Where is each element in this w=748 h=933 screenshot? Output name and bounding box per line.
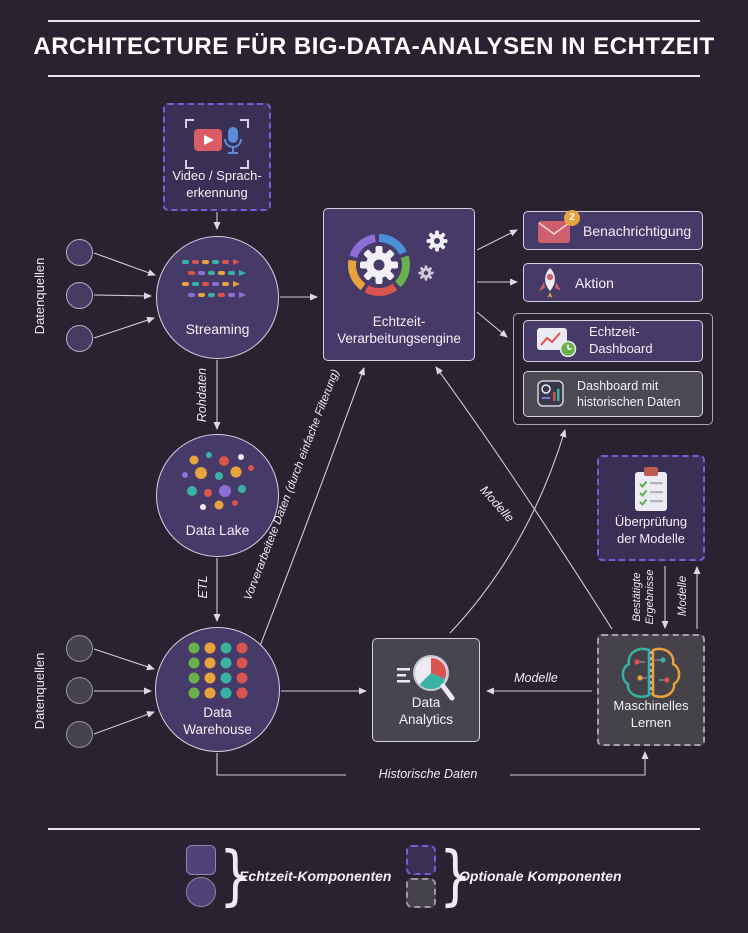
node-notification: 2 Benachrichtigung bbox=[523, 209, 703, 250]
datasource-dot bbox=[66, 635, 93, 662]
legend-label-optional: Optionale Komponenten bbox=[459, 868, 622, 884]
dashboard-group bbox=[513, 313, 713, 425]
node-label: Überprüfung der Modelle bbox=[614, 514, 688, 546]
node-label: Benachrichtigung bbox=[583, 222, 692, 239]
node-label: Maschinelles Lernen bbox=[613, 698, 689, 730]
node-streaming: Streaming bbox=[156, 236, 279, 359]
edge-label-bestaetigte-ergebnisse: Bestätigte Ergebnisse bbox=[631, 569, 656, 625]
node-data-warehouse: Data Warehouse bbox=[155, 627, 280, 752]
datasources-top-label: Datenquellen bbox=[32, 257, 47, 335]
edge-label-rohdaten: Rohdaten bbox=[195, 367, 209, 423]
legend-solid-square bbox=[186, 845, 216, 875]
node-realtime-dashboard: Echtzeit- Dashboard bbox=[523, 320, 703, 362]
node-label: Streaming bbox=[185, 321, 250, 337]
clipboard-check-icon bbox=[630, 467, 672, 518]
datasources-bottom-label: Datenquellen bbox=[32, 652, 47, 730]
edge-label-etl: ETL bbox=[196, 575, 210, 599]
chart-panel-icon bbox=[537, 380, 565, 408]
edge-label-modelle-analytics: Modelle bbox=[514, 671, 558, 685]
datasource-dot bbox=[66, 677, 93, 704]
node-data-lake: Data Lake bbox=[156, 434, 279, 557]
dot-grid-icon bbox=[186, 640, 250, 707]
edge-label-modelle-engine: Modelle bbox=[477, 483, 517, 525]
stream-arrows-icon bbox=[181, 259, 254, 310]
chart-clock-icon bbox=[537, 325, 577, 357]
node-data-analytics: Data Analytics bbox=[372, 638, 480, 742]
datasource-dot bbox=[66, 325, 93, 352]
node-machine-learning: Maschinelles Lernen bbox=[597, 634, 705, 746]
edge-label-modelle-vertikal: Modelle bbox=[677, 575, 689, 617]
node-historical-dashboard: Dashboard mit historischen Daten bbox=[523, 371, 703, 417]
node-action: Aktion bbox=[523, 263, 703, 302]
legend-brace-right: } bbox=[439, 838, 473, 914]
node-video-speech: Video / Sprach- erkennung bbox=[163, 103, 271, 211]
legend-solid-circle bbox=[186, 877, 216, 907]
node-label: Aktion bbox=[575, 274, 614, 291]
datasource-dot bbox=[66, 239, 93, 266]
page-title: ARCHITECTURE FÜR BIG-DATA-ANALYSEN IN EC… bbox=[33, 33, 715, 60]
node-label: Data Lake bbox=[185, 522, 250, 538]
video-speech-icon bbox=[180, 115, 254, 178]
rocket-icon bbox=[537, 267, 563, 299]
node-label: Echtzeit- Verarbeitungsengine bbox=[337, 314, 461, 346]
node-model-review: Überprüfung der Modelle bbox=[597, 455, 705, 561]
scattered-dots-icon bbox=[172, 449, 264, 520]
node-label: Data Warehouse bbox=[183, 705, 252, 737]
node-label: Echtzeit- Dashboard bbox=[589, 324, 653, 356]
gears-ring-icon bbox=[333, 219, 465, 316]
brain-circuit-icon bbox=[615, 644, 687, 711]
node-processing-engine: Echtzeit- Verarbeitungsengine bbox=[323, 208, 475, 361]
magnifier-pie-icon bbox=[395, 649, 457, 710]
node-label: Data Analytics bbox=[398, 695, 454, 727]
legend-divider bbox=[48, 828, 700, 830]
edge-label-historische-daten: Historische Daten bbox=[346, 766, 510, 783]
legend-brace-left: } bbox=[219, 838, 253, 914]
node-label: Video / Sprach- erkennung bbox=[172, 168, 262, 200]
notification-count-badge: 2 bbox=[564, 209, 580, 226]
legend-dashed-gray-square bbox=[406, 878, 436, 908]
title-divider-top bbox=[48, 20, 700, 22]
title-divider-bottom bbox=[48, 75, 700, 77]
envelope-badge-icon: 2 bbox=[537, 209, 580, 244]
legend-dashed-purple-square bbox=[406, 845, 436, 875]
node-label: Dashboard mit historischen Daten bbox=[577, 378, 681, 409]
datasource-dot bbox=[66, 721, 93, 748]
datasource-dot bbox=[66, 282, 93, 309]
legend-label-realtime: Echtzeit-Komponenten bbox=[239, 868, 392, 884]
